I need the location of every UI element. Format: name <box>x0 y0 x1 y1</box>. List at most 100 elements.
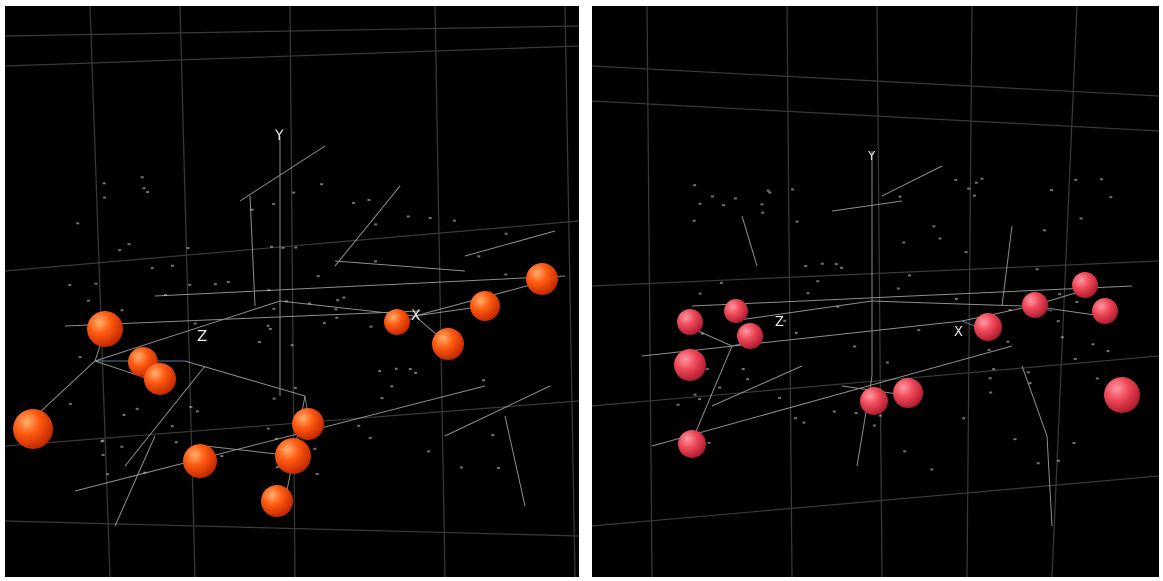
right-graph-vertex <box>1073 357 1077 360</box>
left-graph-vertex <box>189 405 193 408</box>
right-graph-vertex <box>693 393 697 396</box>
right-graph-vertex <box>760 203 764 206</box>
left-graph-vertex <box>342 296 346 299</box>
left-graph-vertex <box>504 232 508 235</box>
left-graph-vertex <box>174 441 178 444</box>
right-graph-vertex <box>766 189 770 192</box>
right-graph-vertex <box>816 280 820 283</box>
right-graph-vertex <box>698 398 702 401</box>
right-graph-vertex <box>1036 462 1040 465</box>
right-graph-vertex <box>898 195 902 198</box>
left-3d-scene: Y Z X <box>5 6 579 577</box>
left-sphere-node <box>87 311 123 347</box>
left-graph-vertex <box>120 445 124 448</box>
right-graph-vertex <box>992 368 996 371</box>
left-graph-vertex <box>68 402 72 405</box>
right-graph-vertex <box>1056 459 1060 462</box>
left-graph-vertex <box>76 222 80 225</box>
left-graph-vertex <box>142 187 146 190</box>
left-graph-vertex <box>100 440 104 443</box>
right-graph-vertex <box>1008 308 1012 311</box>
left-graph-vertex <box>118 249 122 252</box>
left-graph-vertex <box>374 260 378 263</box>
left-sphere-node <box>470 291 500 321</box>
left-graph-vertex <box>170 425 174 428</box>
left-graph-vertex <box>357 424 361 427</box>
left-graph-vertex <box>406 215 410 218</box>
left-graph-vertices <box>68 176 508 476</box>
right-sphere-node <box>974 313 1002 341</box>
right-graph-vertex <box>778 396 782 399</box>
right-graph-vertex <box>1099 178 1103 181</box>
right-graph-vertex <box>1079 217 1083 220</box>
left-graph-vertex <box>504 273 508 276</box>
left-axis-labels: Y Z X <box>197 128 421 345</box>
left-graph-vertex <box>188 283 192 286</box>
right-graph-vertex <box>974 181 978 184</box>
right-graph-vertex <box>988 377 992 380</box>
right-graph-vertex <box>980 177 984 180</box>
right-axis-labels: Y Z X <box>775 149 963 340</box>
left-highlighted-nodes <box>13 263 558 517</box>
right-graph-vertex <box>954 178 958 181</box>
right-graph-vertex <box>710 195 714 198</box>
right-graph-vertex <box>962 417 966 420</box>
right-graph-vertex <box>718 386 722 389</box>
right-graph-vertex <box>989 391 993 394</box>
right-graph-vertex <box>1035 268 1039 271</box>
left-accent-edges <box>95 315 416 462</box>
left-graph-vertex <box>334 308 338 311</box>
right-graph-vertex <box>932 225 936 228</box>
left-graph-vertex <box>163 294 167 297</box>
left-graph-vertex <box>257 341 261 344</box>
right-graph-vertex <box>761 211 765 214</box>
right-graph-vertex <box>836 305 840 308</box>
left-graph-vertex <box>272 397 276 400</box>
left-sphere-node <box>526 263 558 295</box>
left-graph-vertex <box>428 216 432 219</box>
right-z-axis-label: Z <box>775 315 784 330</box>
left-graph-vertex <box>320 183 324 186</box>
right-sphere-node <box>1092 298 1118 324</box>
left-graph-vertex <box>135 407 139 410</box>
left-sphere-node <box>275 438 311 474</box>
left-graph-vertex <box>459 466 463 469</box>
right-graph-vertex <box>804 265 808 268</box>
left-graph-vertex <box>272 203 276 206</box>
left-graph-vertex <box>322 322 326 325</box>
right-graph-edges <box>641 151 1133 527</box>
right-graph-vertices <box>676 177 1113 471</box>
left-graph-vertex <box>220 455 224 458</box>
right-graph-vertex <box>938 237 942 240</box>
left-graph-vertex <box>102 182 106 185</box>
right-graph-vertex <box>705 368 709 371</box>
right-graph-vertex <box>1072 442 1076 445</box>
right-graph-vertex <box>1106 350 1110 353</box>
left-graph-vertex <box>275 466 279 469</box>
left-graph-vertex <box>378 370 382 373</box>
right-graph-vertex <box>692 219 696 222</box>
left-graph-vertex <box>150 267 154 270</box>
right-graph-vertex <box>972 194 976 197</box>
left-grid-lines <box>5 6 579 577</box>
left-graph-vertex <box>272 307 276 310</box>
right-graph-vertex <box>853 345 857 348</box>
left-sphere-node <box>292 408 324 440</box>
right-3d-scene: Y Z X <box>592 6 1159 577</box>
right-graph-vertex <box>878 414 882 417</box>
left-sphere-node <box>432 328 464 360</box>
right-y-axis-label: Y <box>867 149 876 163</box>
left-graph-vertex <box>101 453 105 456</box>
left-graph-vertex <box>477 255 481 258</box>
left-graph-vertex <box>268 327 272 330</box>
right-sphere-node <box>677 309 703 335</box>
right-graph-vertex <box>820 262 824 265</box>
right-graph-vertex <box>1056 320 1060 323</box>
left-graph-vertex <box>86 299 90 302</box>
right-sphere-node <box>724 299 748 323</box>
right-graph-vertex <box>1043 229 1047 232</box>
left-graph-vertex <box>316 275 320 278</box>
right-graph-vertex <box>707 441 711 444</box>
right-graph-vertex <box>746 378 750 381</box>
right-highlighted-nodes <box>674 272 1140 458</box>
